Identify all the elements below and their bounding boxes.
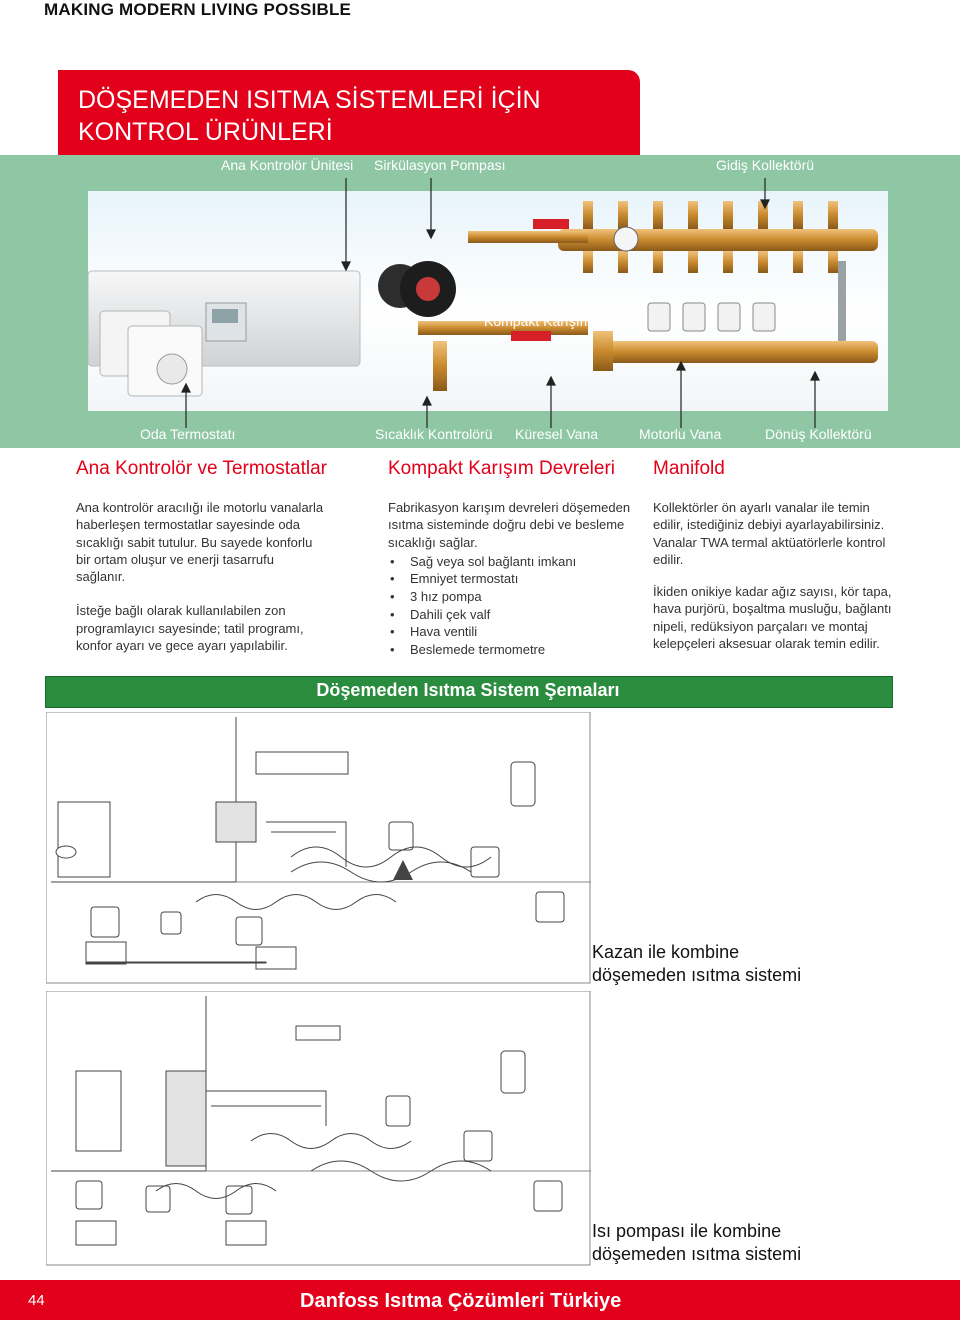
label-compact-mixing-circuit: Kompakt Karışım Devresi	[484, 313, 643, 329]
label-ball-valve: Küresel Vana	[515, 426, 599, 442]
mixing-text: Fabrikasyon karışım devreleri döşemeden …	[388, 499, 638, 658]
page-number: 44	[28, 1292, 45, 1309]
mixing-feature-list: Sağ veya sol bağlantı imkanı Emniyet ter…	[388, 553, 638, 659]
label-circulation-pump: Sirkülasyon Pompası	[374, 157, 506, 173]
title-banner	[58, 70, 640, 155]
controllers-text: Ana kontrolör aracılığı ile motorlu vana…	[76, 499, 326, 654]
boiler-caption-line2: döşemeden ısıtma sistemi	[592, 965, 802, 985]
page-title-line2: KONTROL ÜRÜNLERİ	[78, 118, 333, 146]
brand-tagline: MAKING MODERN LIVING POSSIBLE	[44, 0, 352, 19]
list-item: Beslemede termometre	[388, 641, 638, 659]
footer-bar	[0, 1280, 960, 1320]
footer-title: Danfoss Isıtma Çözümleri Türkiye	[300, 1290, 622, 1312]
manifold-paragraph-1: Kollektörler ön ayarlı vanalar ile temin…	[653, 500, 886, 567]
label-motorized-valve: Motorlu Vana	[639, 426, 722, 442]
heat-pump-caption-line1: Isı pompası ile kombine	[592, 1221, 782, 1241]
list-item: 3 hız pompa	[388, 588, 638, 606]
page-title: DÖŞEMEDEN ISITMA SİSTEMLERİ İÇİN KONTROL…	[78, 84, 541, 148]
schema-heading: Döşemeden Isıtma Sistem Şemaları	[316, 680, 620, 700]
label-return-manifold: Dönüş Kollektörü	[765, 426, 872, 442]
list-item: Emniyet termostatı	[388, 570, 638, 588]
manifold-paragraph-2: İkiden onikiye kadar ağız sayısı, kör ta…	[653, 584, 892, 652]
label-main-controller: Ana Kontrolör Ünitesi	[221, 157, 354, 173]
page-title-line1: DÖŞEMEDEN ISITMA SİSTEMLERİ İÇİN	[78, 86, 541, 114]
list-item: Hava ventili	[388, 623, 638, 641]
section-title-mixing-circuits: Kompakt Karışım Devreleri	[388, 458, 616, 479]
label-room-thermostat: Oda Termostatı	[140, 426, 236, 442]
boiler-diagram-caption: Kazan ile kombine döşemeden ısıtma siste…	[592, 941, 801, 987]
label-temperature-controller: Sıcaklık Kontrolörü	[375, 426, 493, 442]
controllers-paragraph-1: Ana kontrolör aracılığı ile motorlu vana…	[76, 500, 324, 585]
boiler-caption-line1: Kazan ile kombine	[592, 942, 740, 962]
manifold-text: Kollektörler ön ayarlı vanalar ile temin…	[653, 499, 903, 652]
heat-pump-caption-line2: döşemeden ısıtma sistemi	[592, 1244, 802, 1264]
controllers-paragraph-2: İsteğe bağlı olarak kullanılabilen zon p…	[76, 603, 304, 654]
callout-arrows	[181, 178, 820, 428]
heat-pump-diagram-caption: Isı pompası ile kombine döşemeden ısıtma…	[592, 1220, 801, 1266]
section-title-controllers: Ana Kontrolör ve Termostatlar	[76, 458, 327, 479]
product-photo	[88, 191, 888, 411]
mixing-intro: Fabrikasyon karışım devreleri döşemeden …	[388, 500, 631, 550]
section-title-manifold: Manifold	[653, 458, 725, 479]
list-item: Dahili çek valf	[388, 606, 638, 624]
heat-pump-system-diagram	[46, 991, 591, 1266]
schema-heading-bar	[45, 676, 893, 708]
boiler-system-diagram	[46, 712, 591, 984]
product-illustration	[88, 201, 878, 397]
label-supply-manifold: Gidiş Kollektörü	[716, 157, 815, 173]
list-item: Sağ veya sol bağlantı imkanı	[388, 553, 638, 571]
